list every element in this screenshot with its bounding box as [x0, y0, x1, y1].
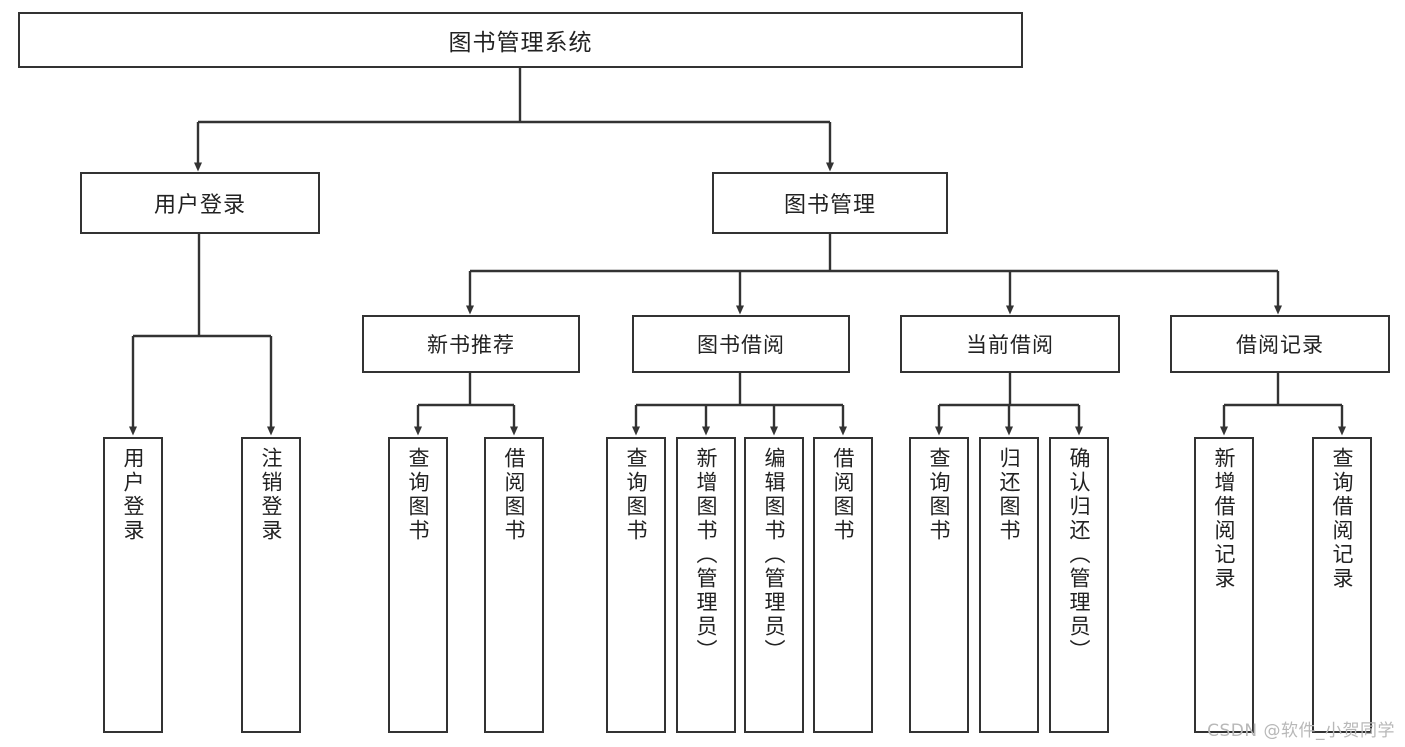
node-label: 查询图书 — [406, 447, 431, 543]
node-book-borrow[interactable]: 图书借阅 — [632, 315, 850, 373]
leaf-book-borrow-edit[interactable]: 编辑图书（管理员） — [744, 437, 804, 733]
node-borrow-record[interactable]: 借阅记录 — [1170, 315, 1390, 373]
node-current-borrow[interactable]: 当前借阅 — [900, 315, 1120, 373]
node-book-management[interactable]: 图书管理 — [712, 172, 948, 234]
node-root-library-system[interactable]: 图书管理系统 — [18, 12, 1023, 68]
node-label: 借阅图书 — [831, 447, 856, 543]
leaf-current-borrow-query[interactable]: 查询图书 — [909, 437, 969, 733]
node-label: 用户登录 — [153, 193, 246, 218]
node-label: 新增借阅记录 — [1212, 447, 1237, 591]
node-label: 借阅记录 — [1236, 333, 1324, 357]
node-label: 新增图书（管理员） — [694, 447, 719, 663]
node-new-book-recommend[interactable]: 新书推荐 — [362, 315, 580, 373]
node-label: 用户登录 — [121, 447, 146, 543]
node-label: 图书借阅 — [697, 333, 785, 357]
node-label: 查询图书 — [624, 447, 649, 543]
leaf-user-login-signout[interactable]: 注销登录 — [241, 437, 301, 733]
leaf-user-login-signin[interactable]: 用户登录 — [103, 437, 163, 733]
node-label: 查询借阅记录 — [1330, 447, 1355, 591]
node-label: 借阅图书 — [502, 447, 527, 543]
leaf-book-borrow-query[interactable]: 查询图书 — [606, 437, 666, 733]
csdn-watermark: CSDN @软件_小贺同学 — [1207, 721, 1395, 741]
node-label: 查询图书 — [927, 447, 952, 543]
node-label: 编辑图书（管理员） — [762, 447, 787, 663]
leaf-borrow-record-query[interactable]: 查询借阅记录 — [1312, 437, 1372, 733]
node-user-login[interactable]: 用户登录 — [80, 172, 320, 234]
leaf-new-book-borrow[interactable]: 借阅图书 — [484, 437, 544, 733]
leaf-current-borrow-confirm-return[interactable]: 确认归还（管理员） — [1049, 437, 1109, 733]
node-label: 确认归还（管理员） — [1067, 447, 1092, 663]
node-label: 归还图书 — [997, 447, 1022, 543]
leaf-book-borrow-add[interactable]: 新增图书（管理员） — [676, 437, 736, 733]
node-label: 注销登录 — [259, 447, 284, 543]
node-label: 图书管理系统 — [448, 30, 593, 56]
leaf-book-borrow-borrow[interactable]: 借阅图书 — [813, 437, 873, 733]
leaf-borrow-record-add[interactable]: 新增借阅记录 — [1194, 437, 1254, 733]
node-label: 新书推荐 — [427, 333, 515, 357]
node-label: 图书管理 — [783, 193, 876, 218]
leaf-new-book-query[interactable]: 查询图书 — [388, 437, 448, 733]
node-label: 当前借阅 — [966, 333, 1054, 357]
leaf-current-borrow-return[interactable]: 归还图书 — [979, 437, 1039, 733]
